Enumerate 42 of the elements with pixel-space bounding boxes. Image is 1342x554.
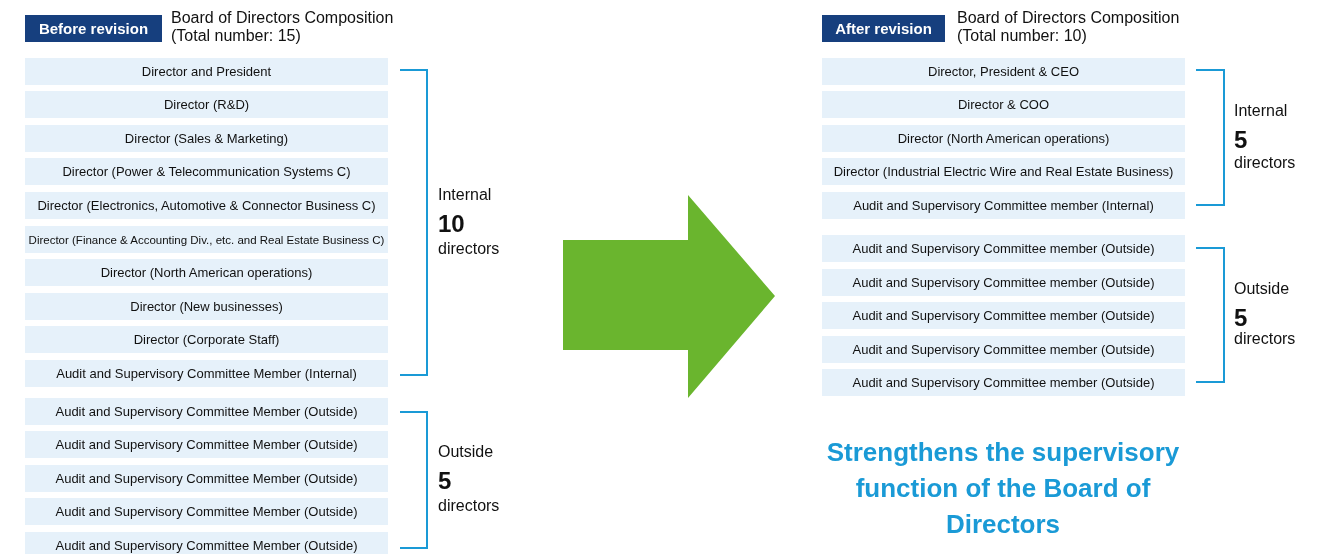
director-row: Audit and Supervisory Committee Member (Outside) <box>25 431 388 458</box>
director-row: Audit and Supervisory Committee member (Outside) <box>822 369 1185 396</box>
director-row: Audit and Supervisory Committee member (Outside) <box>822 235 1185 262</box>
director-row: Audit and Supervisory Committee member (Internal) <box>822 192 1185 219</box>
director-row: Director (Corporate Staff) <box>25 326 388 353</box>
director-row: Director (Industrial Electric Wire and Real Estate Business) <box>822 158 1185 185</box>
director-row: Audit and Supervisory Committee Member (Outside) <box>25 465 388 492</box>
summary-statement: Strengthens the supervisory function of the Board of Directors <box>825 436 1181 541</box>
director-row: Audit and Supervisory Committee member (Outside) <box>822 336 1185 363</box>
director-count: 10 <box>438 210 465 238</box>
director-row: Director, President & CEO <box>822 58 1185 85</box>
director-row: Director (New businesses) <box>25 293 388 320</box>
composition-heading: Board of Directors Composition (Total number: 15) <box>171 9 395 45</box>
group-label: directors <box>1234 330 1296 348</box>
director-row: Director (Electronics, Automotive & Connector Business C) <box>25 192 388 219</box>
group-label: Internal <box>438 186 492 204</box>
director-count: 5 <box>1234 304 1248 332</box>
composition-heading: Board of Directors Composition (Total number: 10) <box>957 9 1181 45</box>
director-row: Director (North American operations) <box>25 259 388 286</box>
director-row: Director and President <box>25 58 388 85</box>
director-row: Audit and Supervisory Committee member (Outside) <box>822 302 1185 329</box>
director-row: Audit and Supervisory Committee Member (Outside) <box>25 398 388 425</box>
group-label: Outside <box>1234 280 1290 298</box>
director-row: Audit and Supervisory Committee Member (Outside) <box>25 532 388 554</box>
director-row: Director (Power & Telecommunication Systems C) <box>25 158 388 185</box>
section-badge: After revision <box>822 15 945 42</box>
group-label: Internal <box>1234 102 1288 120</box>
director-count: 5 <box>1234 126 1248 154</box>
director-count: 5 <box>438 467 452 495</box>
group-label: directors <box>1234 154 1296 172</box>
director-row: Director (North American operations) <box>822 125 1185 152</box>
group-label: directors <box>438 240 500 258</box>
director-row: Audit and Supervisory Committee Member (Outside) <box>25 498 388 525</box>
director-row: Audit and Supervisory Committee Member (Internal) <box>25 360 388 387</box>
section-badge: Before revision <box>25 15 162 42</box>
director-row: Director (Sales & Marketing) <box>25 125 388 152</box>
director-row: Audit and Supervisory Committee member (Outside) <box>822 269 1185 296</box>
director-row: Director & COO <box>822 91 1185 118</box>
group-label: directors <box>438 497 500 515</box>
director-row: Director (R&D) <box>25 91 388 118</box>
group-label: Outside <box>438 443 494 461</box>
director-row: Director (Finance & Accounting Div., etc. and Real Estate Business C) <box>25 226 388 253</box>
